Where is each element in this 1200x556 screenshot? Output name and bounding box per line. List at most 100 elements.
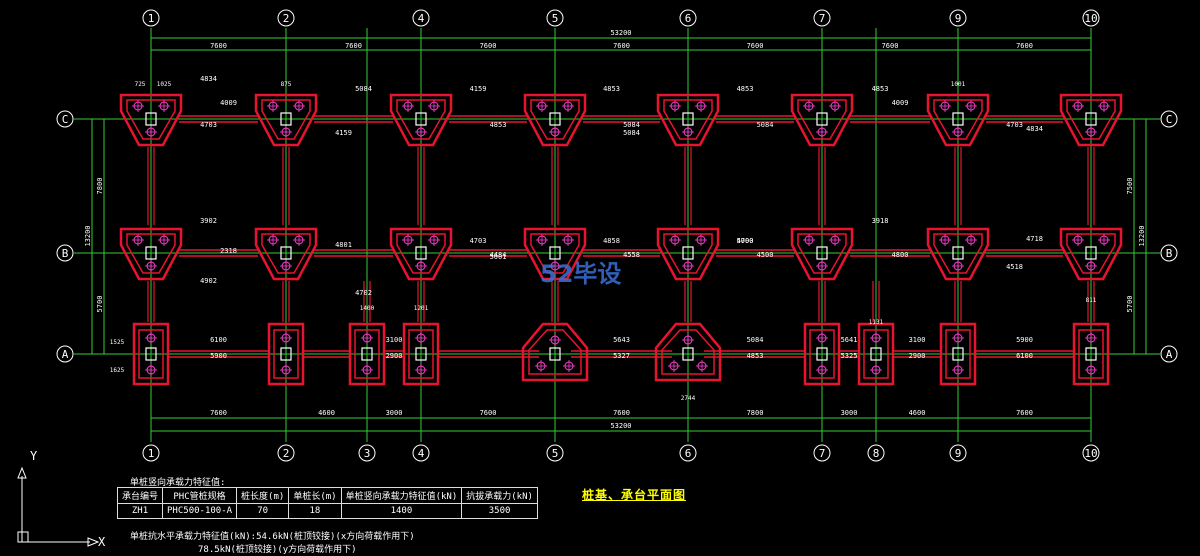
dim-text-row-b: 4801 <box>335 241 352 249</box>
grid-bubble-left: C <box>62 113 69 126</box>
pile-cap-inner <box>797 233 847 274</box>
pile-cap-outline <box>523 227 587 281</box>
pile-cap-inner <box>933 99 983 140</box>
dim-text-row-c: 4159 <box>470 85 487 93</box>
pile-cap-outline <box>939 322 977 386</box>
dim-text-row-c: 4703 <box>200 121 217 129</box>
spec-caption: 单桩竖向承载力特征值: <box>130 478 226 488</box>
dim-span-bottom: 4600 <box>318 409 335 417</box>
dim-text-cap: 1131 <box>869 319 884 326</box>
spec-header-cell: 单桩竖向承载力特征值(kN) <box>340 487 463 504</box>
dim-span-top: 7600 <box>613 42 630 50</box>
grid-bubble-bottom-circle <box>546 444 564 462</box>
pile-cap-outline <box>348 322 386 386</box>
column-square <box>682 347 694 361</box>
dim-text-cap: 1400 <box>360 305 375 312</box>
column-square <box>280 112 292 126</box>
pile-cap-outline <box>656 93 720 147</box>
dim-text-row-c: 4009 <box>892 99 909 107</box>
grid-bubble-top: 1 <box>148 12 155 25</box>
pile-cap-outline <box>254 93 318 147</box>
dim-text-row-b: 4558 <box>623 251 640 259</box>
dim-text-row-b: 4518 <box>1006 263 1023 271</box>
pile-cap-outline <box>803 322 841 386</box>
grid-bubble-top: 7 <box>819 12 826 25</box>
dim-text-row-b: 4718 <box>1026 235 1043 243</box>
dim-left-total: 13200 <box>84 225 92 246</box>
dim-text-row-b: 4700 <box>737 237 754 245</box>
grid-bubble-left: A <box>62 348 69 361</box>
dim-text-row-b: 4500 <box>757 251 774 259</box>
grid-bubble-bottom: 7 <box>819 447 826 460</box>
grid-bubble-left: B <box>62 247 69 260</box>
pile-cap-inner <box>945 329 971 379</box>
watermark-text: 毕设 <box>573 260 622 288</box>
dim-text-row-c: 5084 <box>623 129 640 137</box>
grid-bubble-top-circle <box>142 9 160 27</box>
grid-bubble-top: 10 <box>1084 12 1097 25</box>
dim-span-top: 7600 <box>480 42 497 50</box>
pile-cap-inner <box>396 233 446 274</box>
pile-cap-inner <box>933 233 983 274</box>
column-square <box>549 347 561 361</box>
pile-cap-outline <box>857 322 895 386</box>
grid-bubble-top: 2 <box>283 12 290 25</box>
dim-text-cap: 1201 <box>414 305 429 312</box>
pile-cap-outline <box>790 93 854 147</box>
dim-span-top: 7600 <box>882 42 899 50</box>
column-square <box>952 246 964 260</box>
grid-bubble-bottom: 1 <box>148 447 155 460</box>
grid-bubble-bottom-circle <box>412 444 430 462</box>
grid-bubble-right-circle <box>1160 244 1178 262</box>
dim-text-row-c: 4834 <box>1026 125 1043 133</box>
dim-text-row-c: 5084 <box>623 121 640 129</box>
pile-cap-inner <box>138 329 164 379</box>
pile-cap-inner <box>396 99 446 140</box>
dim-text-cap: 2744 <box>681 395 696 402</box>
grid-bubble-right-circle <box>1160 345 1178 363</box>
dim-span-bottom: 3000 <box>386 409 403 417</box>
pile-cap-outline <box>119 93 183 147</box>
column-square <box>415 246 427 260</box>
dim-text-row-a: 5900 <box>210 352 227 360</box>
dim-text-row-c: 4009 <box>220 99 237 107</box>
dim-span-bottom: 3000 <box>841 409 858 417</box>
dim-text-row-c: 4853 <box>490 121 507 129</box>
pile-cap-outline <box>654 322 722 382</box>
dim-right-span: 5700 <box>1126 296 1134 313</box>
pile-cap-inner <box>126 99 176 140</box>
pile-cap-inner <box>1078 329 1104 379</box>
dim-text-row-b: 3918 <box>872 217 889 225</box>
dim-left-span: 5700 <box>96 296 104 313</box>
column-square <box>952 112 964 126</box>
grid-bubble-bottom-circle <box>1082 444 1100 462</box>
dim-text-row-b: 3902 <box>200 217 217 225</box>
grid-bubble-left-circle <box>56 244 74 262</box>
spec-header-cell: 抗拔承载力(kN) <box>461 487 538 504</box>
pile-cap-outline <box>926 93 990 147</box>
dim-text-cap: 875 <box>281 81 292 88</box>
pile-cap-outline <box>656 227 720 281</box>
ucs-x-label: X <box>98 535 106 549</box>
pile-cap-inner <box>663 99 713 140</box>
grid-bubble-bottom: 3 <box>364 447 371 460</box>
spec-cell: 18 <box>288 503 342 519</box>
ucs-y-label: Y <box>30 449 38 463</box>
column-square <box>816 246 828 260</box>
grid-bubble-bottom-circle <box>358 444 376 462</box>
grid-bubble-bottom: 9 <box>955 447 962 460</box>
dim-text-row-a: 5084 <box>747 336 764 344</box>
spec-data-row: ZH1 PHC500-100-A 70 18 1400 3500 <box>116 503 538 519</box>
dim-text-row-c: 5084 <box>355 85 372 93</box>
dim-text-row-b: 2318 <box>220 247 237 255</box>
dim-span-bottom: 4600 <box>909 409 926 417</box>
ucs-axis-icon: Y X <box>17 449 106 549</box>
column-square <box>145 347 157 361</box>
pile-cap-inner <box>530 233 580 274</box>
dim-text-row-b: 4703 <box>470 237 487 245</box>
pile-cap-outline <box>119 227 183 281</box>
grid-bubble-right: C <box>1166 113 1173 126</box>
dim-text-row-a: 6100 <box>210 336 227 344</box>
pile-cap-inner <box>261 99 311 140</box>
